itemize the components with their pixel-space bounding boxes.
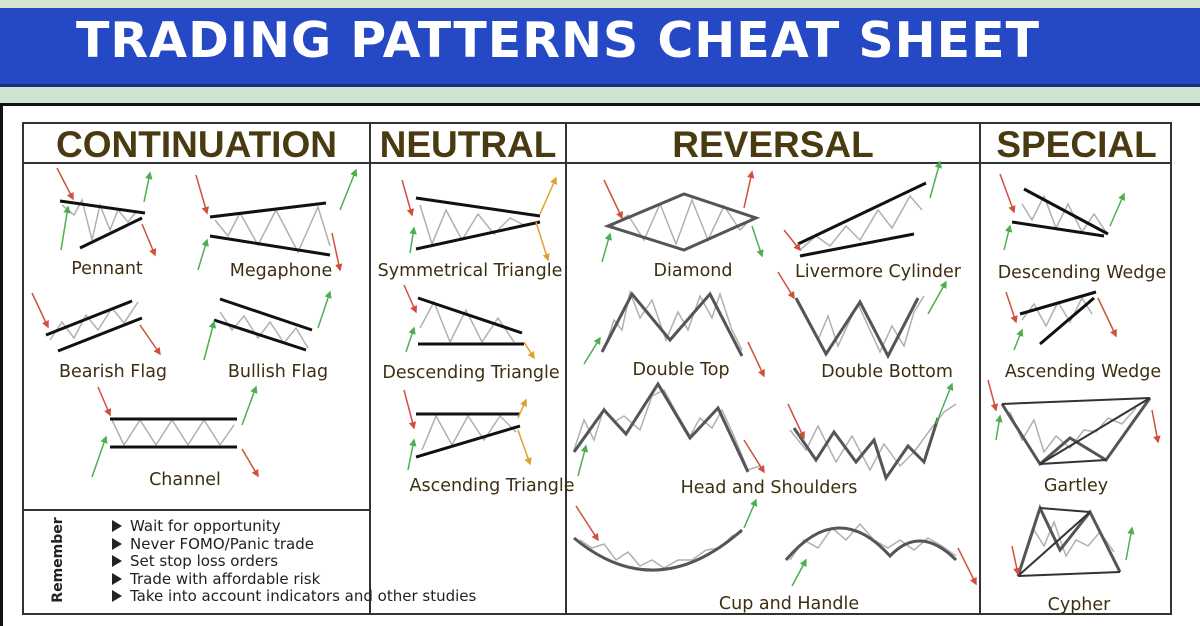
label-double-bottom: Double Bottom (821, 362, 953, 382)
page-title: TRADING PATTERNS CHEAT SHEET (76, 12, 1041, 69)
category-continuation: CONTINUATION (56, 124, 337, 165)
label-ascending-wedge: Ascending Wedge (1004, 362, 1162, 382)
ascending-wedge-diagram (1005, 290, 1117, 351)
ascending-triangle-diagram (403, 389, 532, 471)
label-descending-triangle: Descending Triangle (382, 363, 560, 383)
double-bottom-diagram (777, 271, 947, 360)
label-descending-wedge: Descending Wedge (997, 263, 1167, 283)
tip-text: Take into account indicators and other s… (130, 587, 477, 605)
label-gartley: Gartley (1043, 476, 1109, 496)
tip-item: Set stop loss orders (112, 552, 476, 571)
bullet-triangle-icon (112, 555, 122, 567)
label-ascending-triangle: Ascending Triangle (409, 476, 575, 496)
tip-text: Wait for opportunity (130, 517, 281, 535)
bullet-triangle-icon (112, 537, 122, 550)
tip-item: Take into account indicators and other s… (112, 587, 477, 606)
head-and-shoulders-diagram (572, 381, 765, 477)
category-reversal: REVERSAL (672, 124, 874, 165)
reversal-bottom-diagram (787, 382, 957, 482)
descending-wedge-diagram (999, 173, 1126, 251)
bullet-triangle-icon (112, 520, 122, 532)
label-cup-and-handle: Cup and Handle (718, 594, 860, 614)
rounding-bottom-diagram (573, 498, 758, 572)
label-symmetrical-triangle: Symmetrical Triangle (377, 261, 563, 281)
label-head-and-shoulders: Head and Shoulders (680, 478, 858, 498)
label-livermore-cylinder: Livermore Cylinder (795, 262, 961, 282)
divider-reversal-special (979, 122, 981, 615)
top-strip (0, 0, 1200, 8)
label-channel: Channel (149, 470, 221, 490)
megaphone-diagram (195, 168, 358, 272)
tip-text: Set stop loss orders (130, 552, 279, 570)
divider-continuation-neutral (369, 122, 371, 615)
tip-text: Never FOMO/Panic trade (130, 534, 314, 553)
diamond-diagram (601, 170, 764, 263)
header-row-divider (22, 162, 1172, 164)
bullet-triangle-icon (112, 572, 122, 585)
title-banner: TRADING PATTERNS CHEAT SHEET (0, 8, 1200, 87)
tip-item: Wait for opportunity (112, 517, 476, 536)
tip-item: Never FOMO/Panic trade (112, 534, 476, 554)
label-bullish-flag: Bullish Flag (227, 362, 329, 382)
label-diamond: Diamond (653, 261, 733, 281)
remember-box-divider (22, 509, 369, 511)
cypher-diagram (1011, 503, 1135, 577)
remember-title: Remember (50, 517, 66, 603)
double-top-diagram (583, 289, 765, 378)
label-bearish-flag: Bearish Flag (58, 362, 168, 382)
divider-neutral-reversal (565, 122, 567, 615)
label-megaphone: Megaphone (229, 261, 333, 281)
label-cypher: Cypher (1047, 595, 1111, 615)
remember-tips: Wait for opportunity Never FOMO/Panic tr… (112, 517, 477, 606)
category-special: SPECIAL (996, 124, 1157, 165)
pennant-diagram (56, 167, 157, 257)
cup-and-handle-diagram (784, 522, 977, 587)
tip-item: Trade with affordable risk (112, 569, 476, 589)
gartley-diagram (987, 379, 1161, 467)
label-pennant: Pennant (71, 259, 143, 279)
tip-text: Trade with affordable risk (130, 569, 321, 588)
label-double-top: Double Top (632, 360, 730, 380)
category-neutral: NEUTRAL (379, 124, 557, 165)
channel-diagram (91, 385, 259, 478)
green-band (0, 87, 1200, 103)
descending-triangle-diagram (403, 284, 535, 360)
bullet-triangle-icon (112, 590, 122, 602)
bearish-flag-diagram (31, 292, 161, 356)
bullish-flag-diagram (203, 290, 332, 361)
livermore-cylinder-diagram (783, 160, 943, 258)
symmetrical-triangle-diagram (401, 176, 557, 262)
